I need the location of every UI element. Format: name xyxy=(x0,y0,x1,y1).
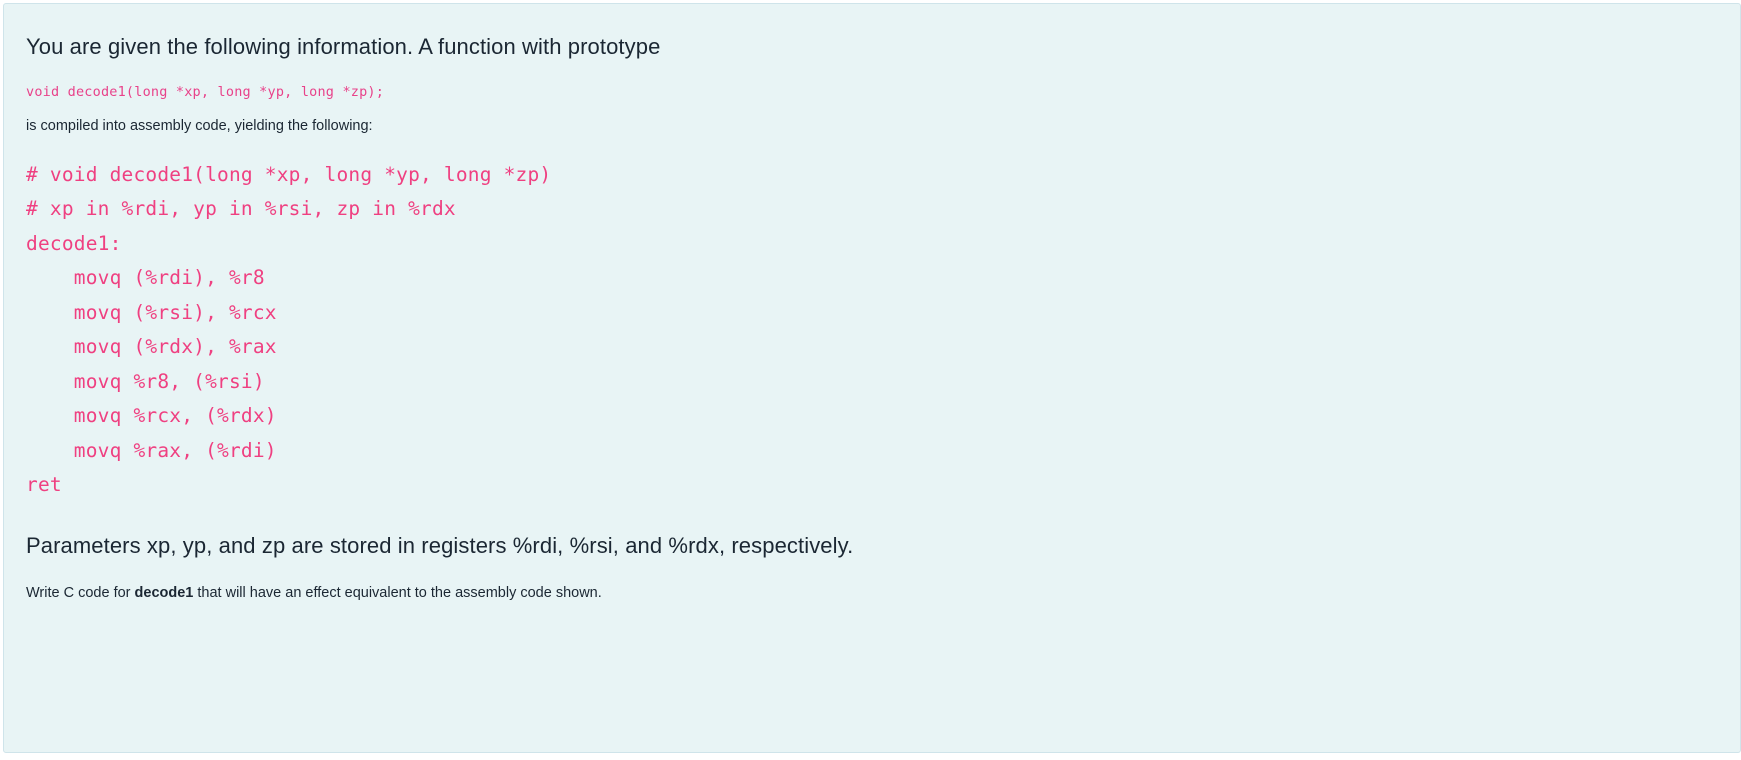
question-content: You are given the following information.… xyxy=(4,4,1740,603)
assembly-line: decode1: xyxy=(26,231,122,255)
question-panel: You are given the following information.… xyxy=(3,3,1741,753)
spacer xyxy=(26,100,1716,116)
assembly-line: movq %rax, (%rdi) xyxy=(26,438,277,462)
assembly-lead-in-text: is compiled into assembly code, yielding… xyxy=(26,117,373,134)
assembly-line: movq %r8, (%rsi) xyxy=(26,369,265,393)
spacer xyxy=(26,62,1716,84)
spacer xyxy=(26,503,1716,531)
assembly-line: movq (%rsi), %rcx xyxy=(26,300,277,324)
spacer xyxy=(26,136,1716,158)
function-prototype-code: void decode1(long *xp, long *yp, long *z… xyxy=(26,83,385,100)
assembly-code-block: # void decode1(long *xp, long *yp, long … xyxy=(26,158,1716,503)
task-prefix: Write C code for xyxy=(26,584,135,601)
question-intro-text: You are given the following information.… xyxy=(26,34,661,59)
task-instruction-text: Write C code for decode1 that will have … xyxy=(26,583,1716,603)
spacer xyxy=(26,561,1716,583)
assembly-line: # xp in %rdi, yp in %rsi, zp in %rdx xyxy=(26,197,456,221)
registers-note-text: Parameters xp, yp, and zp are stored in … xyxy=(26,532,854,558)
assembly-line: movq (%rdx), %rax xyxy=(26,335,277,359)
assembly-line: ret xyxy=(26,473,62,497)
task-function-name: decode1 xyxy=(134,584,194,601)
assembly-line: movq %rcx, (%rdx) xyxy=(26,404,277,428)
task-suffix: that will have an effect equivalent to t… xyxy=(193,584,602,601)
assembly-line: # void decode1(long *xp, long *yp, long … xyxy=(26,162,552,186)
assembly-line: movq (%rdi), %r8 xyxy=(26,266,265,290)
